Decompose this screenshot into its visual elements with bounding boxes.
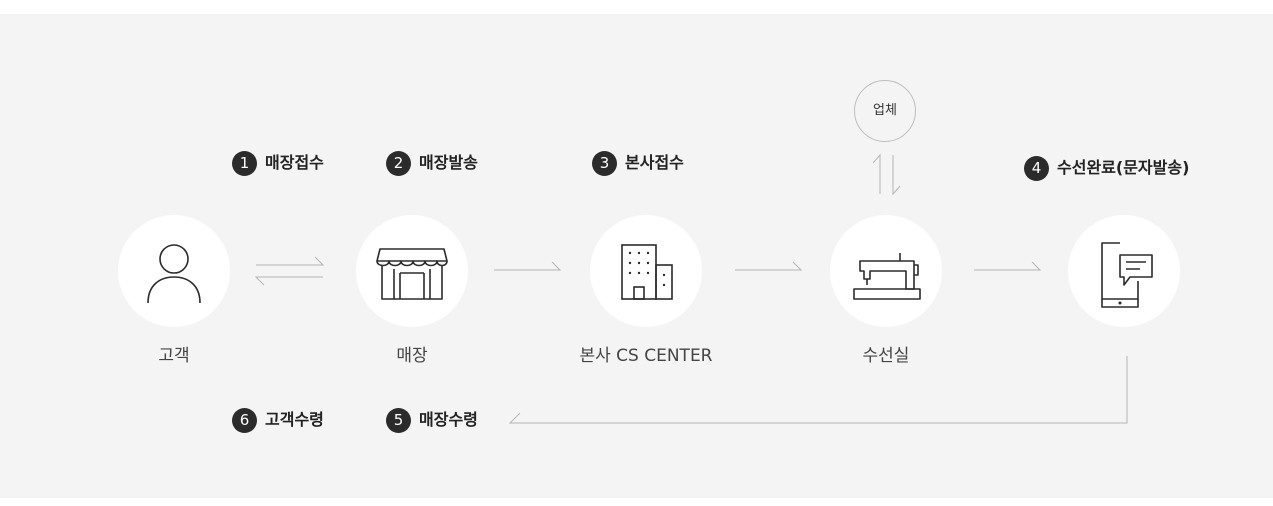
step-label: 본사접수	[625, 153, 684, 172]
node-label-vendor: 업체	[873, 103, 897, 118]
step-label: 수선완료(문자발송)	[1057, 158, 1190, 177]
step-5: 5 매장수령	[386, 407, 478, 433]
node-hq-cs-center	[590, 215, 702, 327]
step-number-badge: 3	[592, 150, 617, 176]
arrow-hq-to-repair	[735, 261, 803, 271]
step-2: 2 매장발송	[386, 150, 478, 176]
step-number-badge: 6	[232, 407, 257, 433]
node-label-store: 매장	[396, 346, 428, 366]
store-icon	[376, 248, 448, 300]
step-number-badge: 5	[386, 407, 411, 433]
step-4: 4 수선완료(문자발송)	[1024, 155, 1189, 181]
node-label-customer: 고객	[158, 346, 190, 366]
arrow-repair-to-notify	[974, 261, 1042, 271]
step-number-badge: 2	[386, 150, 411, 176]
building-icon	[621, 244, 673, 300]
step-number-badge: 1	[232, 150, 257, 176]
node-notification	[1068, 215, 1180, 327]
step-label: 매장접수	[265, 153, 324, 172]
step-1: 1 매장접수	[232, 150, 324, 176]
node-vendor: 업체	[854, 80, 916, 142]
person-icon	[147, 244, 201, 304]
arrow-store-to-hq	[494, 261, 562, 271]
sewing-machine-icon	[853, 253, 921, 300]
node-customer	[118, 215, 230, 327]
node-label-repair: 수선실	[862, 346, 910, 366]
step-label: 고객수령	[265, 410, 324, 429]
step-6: 6 고객수령	[232, 407, 324, 433]
step-label: 매장발송	[419, 153, 478, 172]
exchange-arrow-vendor-repair	[872, 153, 901, 196]
step-number-badge: 4	[1024, 155, 1049, 181]
return-path-notify-to-store	[508, 356, 1128, 424]
step-label: 매장수령	[419, 410, 478, 429]
step-3: 3 본사접수	[592, 150, 684, 176]
node-repair-room	[830, 215, 942, 327]
exchange-arrow-customer-store	[254, 256, 325, 286]
node-label-hq: 본사 CS CENTER	[579, 346, 713, 366]
phone-message-icon	[1101, 242, 1153, 308]
node-store	[356, 215, 468, 327]
